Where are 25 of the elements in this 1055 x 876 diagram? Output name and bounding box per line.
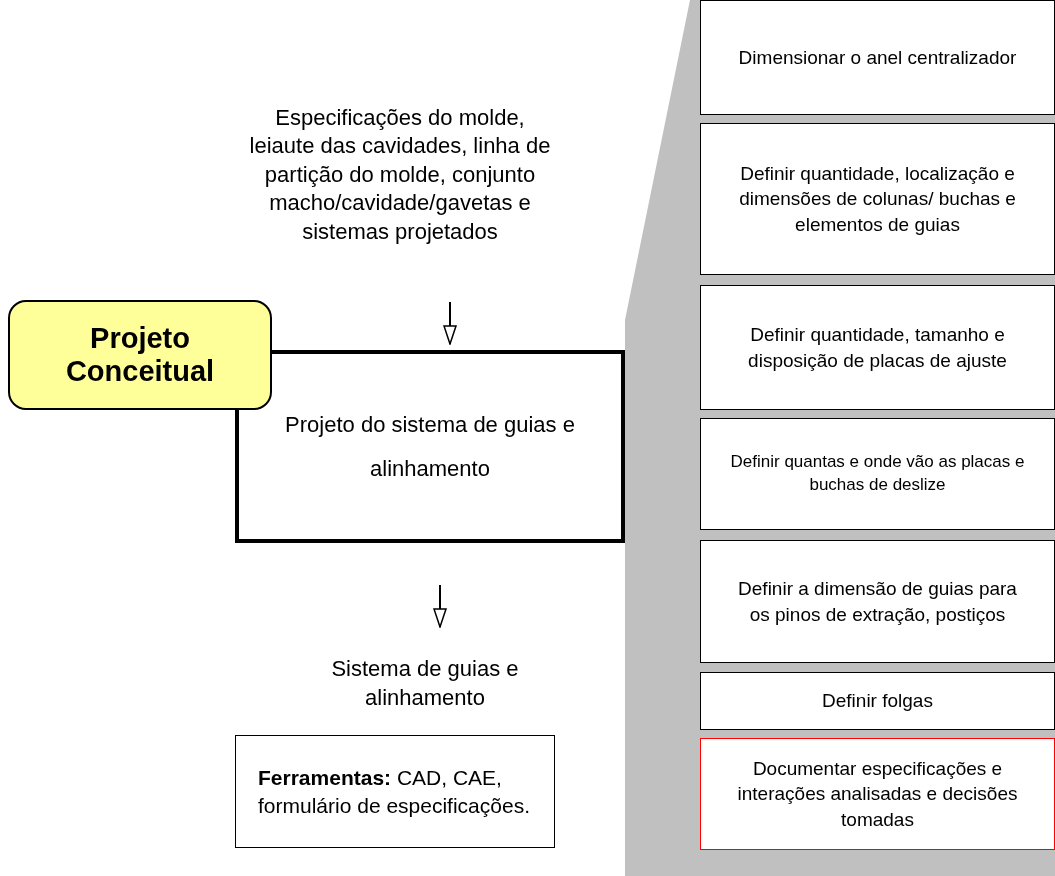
arrow: [433, 584, 447, 628]
arrow: [443, 301, 457, 345]
node-text: Definir a dimensão de guias para os pinos de extração, postiços: [737, 576, 1018, 627]
step-box: [700, 738, 1055, 850]
step-box: [700, 285, 1055, 410]
process-box: [235, 350, 625, 543]
expansion-panel: [625, 0, 1055, 876]
node-text: Projeto do sistema de guias e alinhamento: [284, 410, 576, 483]
step-box: [700, 540, 1055, 663]
node-text: Especificações do molde, leiaute das cavidades, linha de partição do molde, conjunto macho/cavidade/gavetas e sistemas projetados: [248, 103, 552, 246]
step-box: [700, 672, 1055, 730]
node-text: Definir quantas e onde vão as placas e buchas de deslize: [729, 451, 1026, 496]
step-box: [700, 123, 1055, 275]
tools-box: [235, 735, 555, 848]
node-text: Projeto Conceitual: [64, 321, 216, 389]
node-text: Definir folgas: [822, 689, 933, 714]
node-text: Sistema de guias e alinhamento: [330, 655, 520, 712]
node-text: Documentar especificações e interações analisadas e decisões tomadas: [736, 756, 1019, 832]
node-text: Dimensionar o anel centralizador: [738, 45, 1017, 70]
step-box: [700, 0, 1055, 115]
step-box: [700, 418, 1055, 530]
node-text: Ferramentas: CAD, CAE, formulário de especificações.: [258, 765, 531, 819]
phase-box: [8, 300, 272, 410]
node-text: Definir quantidade, localização e dimensões de colunas/ buchas e elementos de guias: [738, 161, 1017, 237]
node-text: Definir quantidade, tamanho e disposição de placas de ajuste: [747, 322, 1008, 373]
